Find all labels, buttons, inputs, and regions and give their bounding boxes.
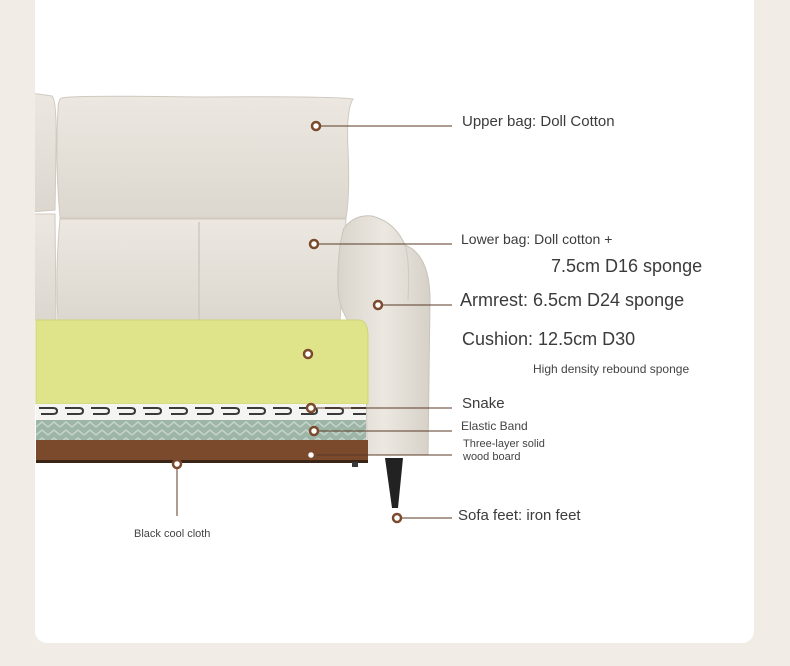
marker-wood-board (305, 449, 317, 461)
iron-foot (385, 458, 403, 508)
marker-black-cloth (171, 458, 183, 470)
label-lower-bag-sponge: 7.5cm D16 sponge (551, 256, 703, 276)
marker-sofa-feet (391, 512, 403, 524)
marker-armrest (372, 299, 384, 311)
marker-elastic-band (308, 425, 320, 437)
label-lower-bag: Lower bag: Doll cotton + (461, 231, 613, 247)
label-wood-board: Three-layer solid (463, 438, 545, 450)
label-sofa-feet: Sofa feet: iron feet (458, 507, 581, 524)
label-elastic-band: Elastic Band (461, 419, 528, 433)
marker-upper-bag (310, 120, 322, 132)
left-back-cushion-upper (35, 92, 57, 213)
label-black-cloth: Black cool cloth (134, 528, 211, 540)
armrest (337, 215, 431, 456)
elastic-band-layer (36, 420, 366, 440)
label-cushion-note: High density rebound sponge (533, 362, 690, 376)
upper-back-cushion (56, 95, 354, 219)
label-snake: Snake (462, 395, 505, 412)
marker-cushion (302, 348, 314, 360)
leader-lines (176, 125, 452, 519)
cushion-foam (35, 319, 369, 405)
label-wood-board-2: wood board (463, 451, 521, 463)
markers (171, 120, 403, 524)
label-armrest: Armrest: 6.5cm D24 sponge (460, 290, 685, 310)
label-cushion: Cushion: 12.5cm D30 (462, 329, 636, 349)
marker-lower-bag (308, 238, 320, 250)
lower-back-cushion (56, 218, 347, 323)
left-back-cushion-lower (35, 213, 57, 321)
label-upper-bag: Upper bag: Doll Cotton (462, 113, 615, 130)
snake-spring-layer (36, 404, 366, 420)
marker-snake (305, 402, 317, 414)
wood-board-layer (36, 440, 368, 462)
